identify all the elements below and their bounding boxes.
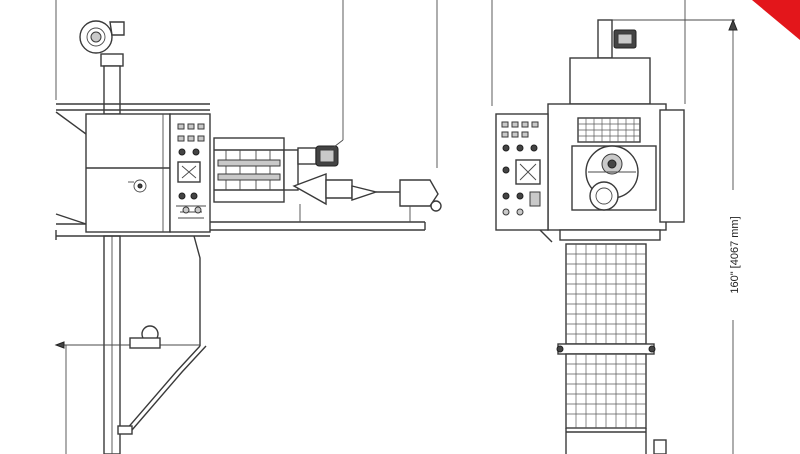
height-dimension-label: 160" [4067 mm]	[729, 216, 741, 293]
lower-screen-panel-2	[565, 353, 647, 429]
drive-motor	[297, 145, 339, 167]
lower-brace	[55, 213, 87, 225]
blower-duct-flange	[100, 53, 124, 67]
height-dimension	[728, 18, 738, 454]
support-arm	[117, 235, 207, 435]
front-elevation-view: 160" [4067 mm]	[491, 0, 741, 454]
top-brace	[55, 111, 87, 135]
hopper-cones	[292, 172, 442, 222]
screen-clamp-bar	[556, 343, 656, 355]
blower-duct	[103, 65, 121, 115]
base-plate	[559, 229, 661, 241]
lower-screen-panel-1	[565, 243, 647, 345]
extruder-barrel	[213, 137, 299, 203]
top-screen-grid	[577, 117, 641, 143]
blower-fan	[79, 20, 125, 54]
front-control-panel	[495, 113, 553, 243]
top-exhaust-stack	[569, 19, 651, 105]
side-elevation-view	[54, 0, 442, 454]
bottom-support	[565, 428, 667, 454]
main-cabinet	[85, 113, 171, 233]
drum-unit	[571, 145, 657, 211]
corner-accent	[752, 0, 800, 40]
horizontal-dimension-line	[54, 325, 200, 454]
control-panel	[169, 113, 211, 233]
side-door	[659, 109, 685, 223]
leader-line-1-tip	[329, 139, 344, 151]
